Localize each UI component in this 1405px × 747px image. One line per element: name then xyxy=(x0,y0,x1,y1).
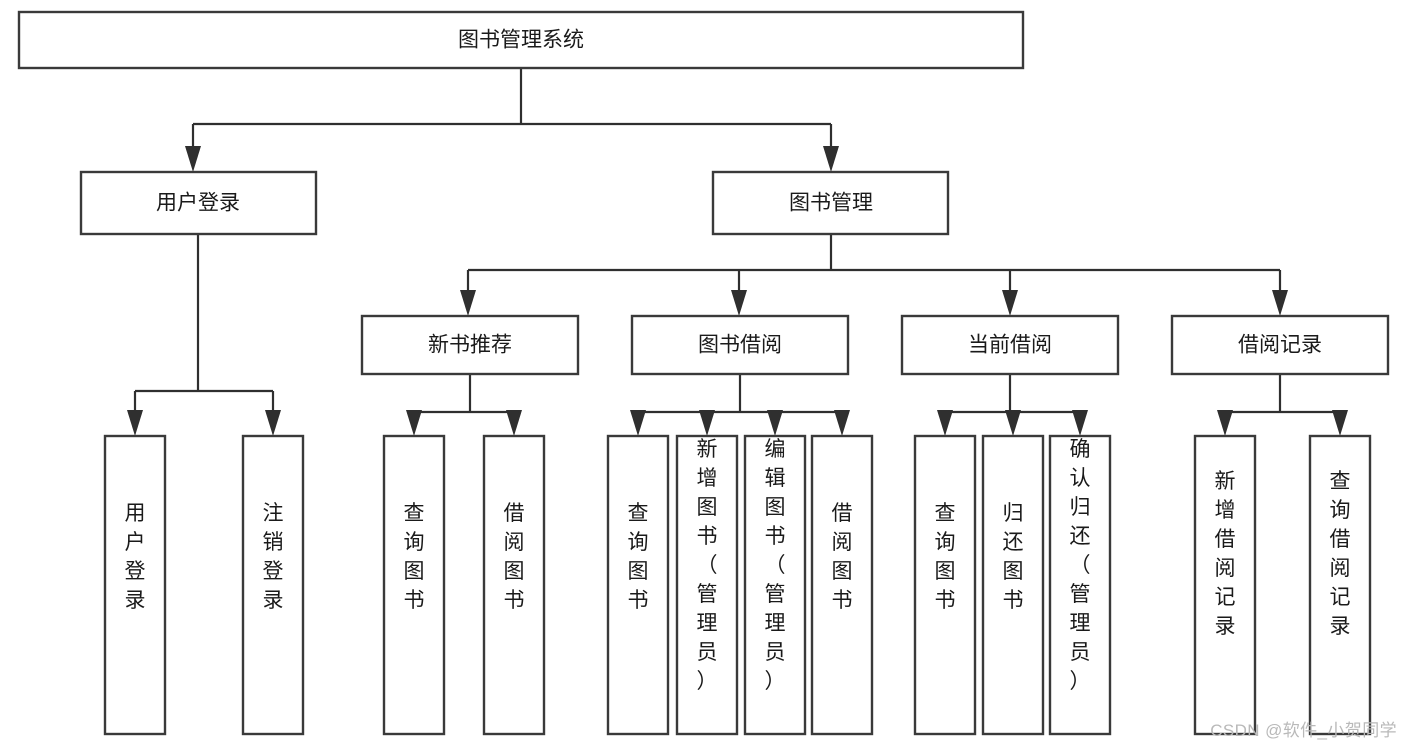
arrow-head-icon xyxy=(731,290,747,316)
node-root-box[interactable] xyxy=(17,10,1025,70)
connector-bookmgmt-branch xyxy=(466,234,1282,296)
connector-userlogin-branch xyxy=(133,234,275,416)
arrow-head-icon xyxy=(460,290,476,316)
leaf-box[interactable] xyxy=(810,434,874,736)
leaf-box[interactable] xyxy=(981,434,1045,736)
leaf-label: 归还图书 xyxy=(1003,502,1024,612)
leaf-label: 新增图书（管理员） xyxy=(697,438,718,693)
arrow-head-icon xyxy=(1002,290,1018,316)
node-book-borrow-label: 图书借阅 xyxy=(698,334,782,357)
leaf-label: 查询借阅记录 xyxy=(1330,470,1351,638)
leaf-box[interactable] xyxy=(743,434,807,736)
arrow-head-icon xyxy=(185,146,201,172)
arrow-head-icon xyxy=(1072,410,1088,436)
arrow-head-icon xyxy=(834,410,850,436)
leaf-bookborrow-borrow-book[interactable]: 借阅图书 xyxy=(810,434,874,736)
node-borrow-record-box[interactable] xyxy=(1170,314,1390,376)
arrow-head-icon xyxy=(630,410,646,436)
leaf-box[interactable] xyxy=(241,434,305,736)
node-borrow-record-label: 借阅记录 xyxy=(1238,334,1322,357)
connector-borrowrecord-branch xyxy=(1223,375,1342,418)
leaf-label: 编辑图书（管理员） xyxy=(765,438,786,693)
leaf-bookborrow-edit-book-admin[interactable]: 编辑图书（管理员） xyxy=(743,434,807,736)
arrow-head-icon xyxy=(506,410,522,436)
leaf-label: 查询图书 xyxy=(404,502,425,612)
leaf-box[interactable] xyxy=(1308,434,1372,736)
leaf-box[interactable] xyxy=(675,434,739,736)
leaf-label: 查询图书 xyxy=(935,502,956,612)
node-current-borrow-label: 当前借阅 xyxy=(968,334,1052,357)
arrow-head-icon xyxy=(699,410,715,436)
node-root-system[interactable]: 图书管理系统 xyxy=(17,10,1025,70)
connectors-newbook-to-leaves xyxy=(406,375,522,436)
node-book-borrow-box[interactable] xyxy=(630,314,850,376)
arrow-head-icon xyxy=(1005,410,1021,436)
connector-root-branch xyxy=(191,69,833,152)
arrow-head-icon xyxy=(1332,410,1348,436)
leaf-borrowrecord-add-record[interactable]: 新增借阅记录 xyxy=(1193,434,1257,736)
leaf-user-login-signout[interactable]: 注销登录 xyxy=(241,434,305,736)
connector-newbook-branch xyxy=(412,375,516,418)
leaf-currentborrow-confirm-return-admin[interactable]: 确认归还（管理员） xyxy=(1048,434,1112,736)
leaf-bookborrow-add-book-admin[interactable]: 新增图书（管理员） xyxy=(675,434,739,736)
leaf-currentborrow-query-book[interactable]: 查询图书 xyxy=(913,434,977,736)
leaf-box[interactable] xyxy=(382,434,446,736)
node-current-borrow[interactable]: 当前借阅 xyxy=(900,314,1120,376)
leaf-label: 注销登录 xyxy=(263,502,284,612)
leaf-box[interactable] xyxy=(913,434,977,736)
arrow-head-icon xyxy=(823,146,839,172)
arrow-head-icon xyxy=(406,410,422,436)
leaf-newbook-borrow-book[interactable]: 借阅图书 xyxy=(482,434,546,736)
arrow-head-icon xyxy=(1272,290,1288,316)
connectors-bookborrow-to-leaves xyxy=(630,375,850,436)
node-book-management-box[interactable] xyxy=(711,170,950,236)
node-borrow-record[interactable]: 借阅记录 xyxy=(1170,314,1390,376)
connectors-userlogin-to-leaves xyxy=(127,234,281,436)
connectors-bookmgmt-to-level3 xyxy=(460,234,1288,316)
leaf-bookborrow-query-book[interactable]: 查询图书 xyxy=(606,434,670,736)
node-book-management[interactable]: 图书管理 xyxy=(711,170,950,236)
arrow-head-icon xyxy=(1217,410,1233,436)
leaf-box[interactable] xyxy=(103,434,167,736)
node-user-login[interactable]: 用户登录 xyxy=(79,170,318,236)
leaf-newbook-query-book[interactable]: 查询图书 xyxy=(382,434,446,736)
leaf-label: 新增借阅记录 xyxy=(1215,470,1236,638)
node-new-book-recommend[interactable]: 新书推荐 xyxy=(360,314,580,376)
leaf-label: 查询图书 xyxy=(628,502,649,612)
leaf-currentborrow-return-book[interactable]: 归还图书 xyxy=(981,434,1045,736)
connectors-borrowrecord-to-leaves xyxy=(1217,375,1348,436)
node-new-book-recommend-label: 新书推荐 xyxy=(428,334,512,357)
node-root-label: 图书管理系统 xyxy=(458,29,584,52)
arrow-head-icon xyxy=(127,410,143,436)
node-book-management-label: 图书管理 xyxy=(789,192,873,215)
node-new-book-recommend-box[interactable] xyxy=(360,314,580,376)
arrow-head-icon xyxy=(265,410,281,436)
leaf-label: 确认归还（管理员） xyxy=(1070,438,1091,693)
leaf-box[interactable] xyxy=(606,434,670,736)
connectors-currentborrow-to-leaves xyxy=(937,375,1088,436)
arrow-head-icon xyxy=(937,410,953,436)
leaf-box[interactable] xyxy=(482,434,546,736)
leaf-user-login-signin[interactable]: 用户登录 xyxy=(103,434,167,736)
connector-bookborrow-branch xyxy=(636,375,844,418)
leaf-borrowrecord-query-record[interactable]: 查询借阅记录 xyxy=(1308,434,1372,736)
node-user-login-box[interactable] xyxy=(79,170,318,236)
leaf-box[interactable] xyxy=(1193,434,1257,736)
arrow-head-icon xyxy=(767,410,783,436)
leaf-label: 借阅图书 xyxy=(504,502,525,612)
connectors-root-to-level2 xyxy=(185,69,839,172)
node-user-login-label: 用户登录 xyxy=(156,192,240,215)
leaf-label: 借阅图书 xyxy=(832,502,853,612)
leaf-label: 用户登录 xyxy=(125,502,146,612)
node-current-borrow-box[interactable] xyxy=(900,314,1120,376)
leaf-box[interactable] xyxy=(1048,434,1112,736)
node-book-borrow[interactable]: 图书借阅 xyxy=(630,314,850,376)
